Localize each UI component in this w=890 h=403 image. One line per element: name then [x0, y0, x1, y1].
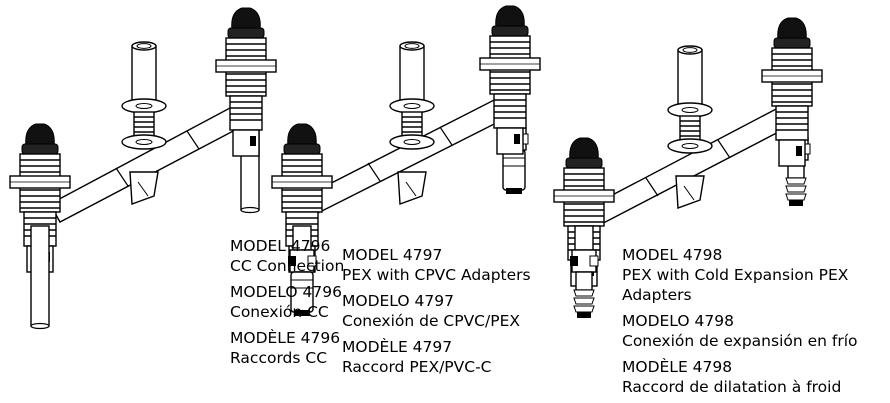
- model-label-es: MODELO 4798: [622, 312, 734, 330]
- model-desc-en: PEX with CPVC Adapters: [342, 266, 531, 284]
- model-desc-es: Conexión de expansión en frío: [622, 332, 858, 350]
- model-desc-fr: Raccords CC: [230, 349, 328, 367]
- model-desc-en: CC Connection: [230, 257, 345, 275]
- model-label-en: MODEL 4797: [342, 246, 443, 264]
- model-desc-en-line2: Adapters: [622, 286, 692, 304]
- assembly-4796: [9, 7, 277, 330]
- model-label-es: MODELO 4797: [342, 292, 454, 310]
- model-desc-es: Conexión CC: [230, 303, 329, 321]
- assembly-4798: [553, 17, 823, 319]
- model-desc-fr: Raccord de dilatation à froid: [622, 378, 842, 396]
- model-desc-en-line1: PEX with Cold Expansion PEX: [622, 266, 849, 284]
- model-desc-fr: Raccord PEX/PVC-C: [342, 358, 492, 376]
- model-label-fr: MODÈLE 4797: [342, 338, 453, 356]
- model-label-es: MODELO 4796: [230, 283, 342, 301]
- model-label-fr: MODÈLE 4796: [230, 329, 341, 347]
- caption-model-4796: MODEL 4796 CC Connection MODELO 4796 Con…: [230, 236, 344, 374]
- model-label-en: MODEL 4798: [622, 246, 723, 264]
- model-label-en: MODEL 4796: [230, 237, 331, 255]
- model-label-fr: MODÈLE 4798: [622, 358, 733, 376]
- caption-model-4797: MODEL 4797 PEX with CPVC Adapters MODELO…: [342, 245, 531, 383]
- model-desc-es: Conexión de CPVC/PEX: [342, 312, 520, 330]
- assembly-4797: [271, 5, 541, 317]
- caption-model-4798: MODEL 4798 PEX with Cold Expansion PEX A…: [622, 245, 858, 403]
